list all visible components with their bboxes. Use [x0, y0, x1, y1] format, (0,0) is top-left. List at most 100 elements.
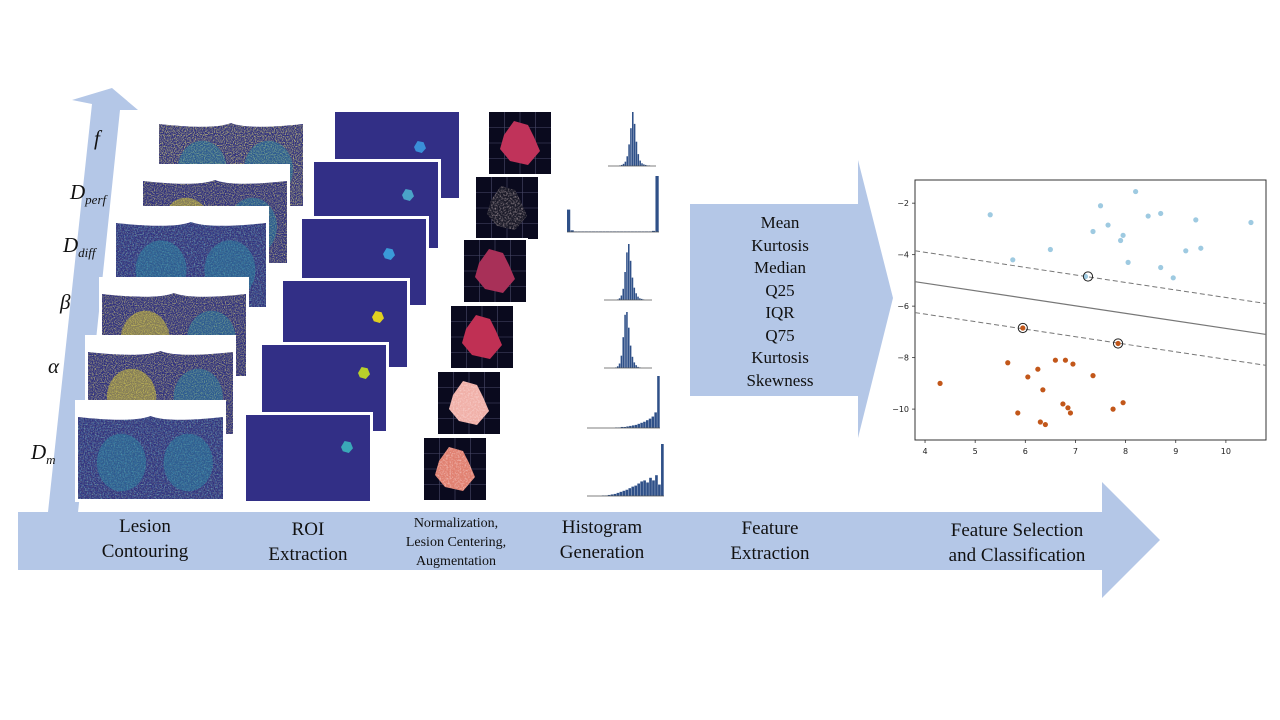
histogram-bar	[643, 164, 645, 166]
normalized-lesion-image	[487, 110, 553, 176]
histogram-stack	[567, 112, 664, 497]
histogram	[608, 112, 656, 167]
x-tick-label: 9	[1173, 447, 1178, 456]
parameter-label-d-m: Dm	[31, 440, 56, 468]
histogram-bar	[657, 376, 660, 428]
normalized-lesion-image	[474, 175, 540, 241]
horizontal-pipeline-arrow	[18, 482, 1160, 598]
histogram-bar	[634, 424, 638, 428]
histogram-bar	[625, 489, 629, 496]
histogram-bar	[634, 485, 638, 496]
histogram-bar	[658, 484, 661, 496]
histogram-bar	[637, 423, 641, 428]
histogram-bar	[637, 483, 641, 496]
scatter-point-upper	[1193, 217, 1199, 223]
y-tick-label: −8	[897, 354, 909, 363]
feature-extraction-arrow	[690, 160, 893, 438]
histogram-bar	[635, 293, 637, 300]
histogram-bar	[639, 298, 641, 300]
histogram-bar	[648, 418, 652, 428]
histogram-bar	[633, 287, 636, 300]
feature-item: Q25	[765, 280, 795, 300]
x-tick-label: 6	[1023, 447, 1028, 456]
scatter-point-lower	[1035, 366, 1041, 372]
y-tick-label: −4	[897, 251, 909, 260]
support-vector-ring	[1112, 338, 1124, 349]
histogram-bar	[635, 365, 637, 368]
histogram-bar	[644, 164, 647, 166]
scatter-point-upper	[1117, 237, 1124, 244]
normalized-lesion-image	[449, 304, 515, 370]
scatter-point-lower	[1065, 405, 1071, 411]
histogram-bar	[645, 420, 649, 428]
feature-item: Kurtosis	[751, 348, 809, 367]
histogram-bar	[629, 425, 632, 428]
y-tick-label: −6	[897, 302, 909, 311]
histogram-bar	[655, 475, 658, 496]
histogram-bar	[633, 123, 636, 166]
scatter-point-upper	[1010, 257, 1016, 263]
lesion-roi-mark	[383, 248, 395, 260]
scatter-point-upper	[1158, 210, 1164, 217]
histogram-bar	[619, 491, 623, 496]
scatter-point-lower	[1015, 410, 1021, 416]
scatter-point-upper	[1145, 213, 1151, 219]
scatter-point-lower	[1040, 387, 1046, 393]
histogram-bar	[654, 412, 657, 428]
normalized-lesion-image	[436, 370, 502, 436]
histogram-bar	[628, 244, 630, 300]
histogram	[587, 376, 660, 429]
scatter-point-lower	[1020, 325, 1026, 331]
decision-boundary	[914, 281, 1267, 336]
histogram-bar	[624, 161, 627, 166]
feature-item: Kurtosis	[751, 235, 809, 255]
histogram-bar	[623, 426, 627, 428]
lesion-shape	[500, 121, 540, 165]
histogram-bar	[646, 482, 649, 496]
histogram-bar	[618, 363, 621, 368]
scatter-point-lower	[1042, 421, 1048, 428]
histogram-bar	[651, 230, 656, 232]
histogram-bar	[633, 362, 636, 368]
histogram-bar	[626, 312, 628, 368]
histogram-bar	[631, 277, 634, 300]
x-tick-label: 5	[973, 447, 978, 456]
scatter-point-lower	[1067, 410, 1074, 416]
histogram-bar	[652, 480, 655, 496]
histogram-bar	[630, 128, 632, 166]
scatter-point-upper	[1198, 245, 1204, 251]
histogram-bar	[618, 298, 621, 300]
histogram-bar	[639, 160, 641, 166]
parameter-label-alpha: α	[48, 354, 60, 378]
histogram-bar	[626, 156, 629, 166]
histogram-bar	[635, 141, 638, 166]
histogram-bar	[626, 426, 629, 428]
feature-list: Mean Kurtosis Median Q25 IQR Q75 Kurtosi…	[700, 212, 860, 392]
scatter-point-upper	[987, 212, 993, 218]
scatter-point-lower	[1060, 401, 1066, 407]
lesion-roi-mark	[414, 141, 426, 153]
feature-item: Q75	[765, 325, 795, 345]
histogram-bar	[632, 112, 634, 166]
roi-stack	[243, 109, 462, 504]
scatter-point-lower	[1037, 419, 1043, 425]
lesion-shape	[462, 315, 502, 359]
scatter-point-lower	[1052, 357, 1058, 363]
normalized-lesion-image	[462, 238, 528, 304]
scatter-point-upper	[1082, 273, 1089, 280]
histogram-bar	[637, 366, 639, 368]
chart-frame	[914, 179, 1267, 441]
histogram	[604, 312, 652, 369]
lesion-shape	[475, 249, 515, 293]
histogram-bar	[640, 422, 643, 428]
histogram-bar	[622, 163, 625, 166]
scatter-point-upper	[1097, 203, 1104, 209]
histogram-bar	[631, 356, 634, 368]
histogram-bar	[613, 493, 617, 496]
step-normalization: Normalization,Lesion Centering,Augmentat…	[405, 516, 507, 569]
histogram-bar	[567, 209, 571, 232]
margin-line	[914, 250, 1267, 305]
histogram-bar	[620, 426, 624, 428]
